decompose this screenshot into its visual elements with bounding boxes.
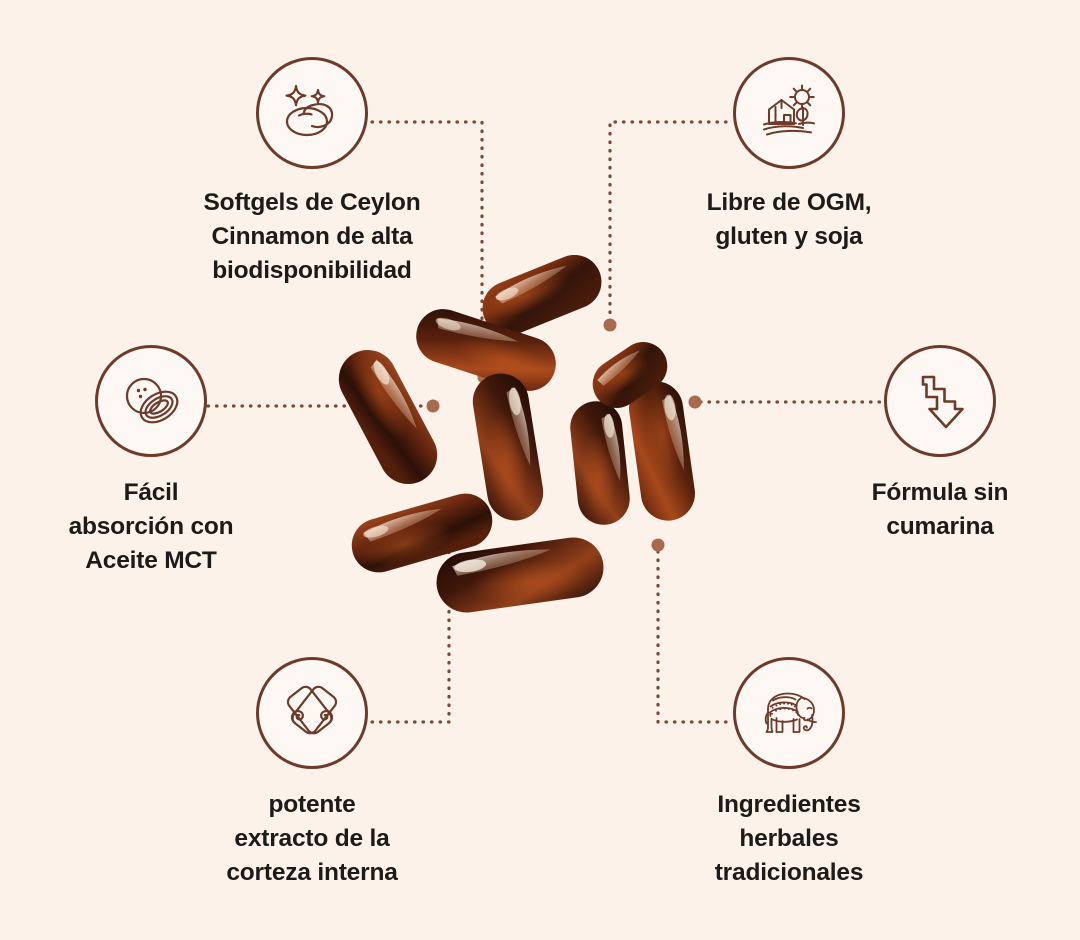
softgel-capsules-sparkle-icon bbox=[256, 57, 368, 169]
capsule bbox=[472, 373, 544, 521]
downward-zigzag-arrow-icon bbox=[884, 345, 996, 457]
feature-label: Fácil absorción con Aceite MCT bbox=[68, 479, 234, 574]
capsule bbox=[436, 537, 604, 613]
feature-label: Softgels de Ceylon Cinnamon de alta biod… bbox=[203, 189, 421, 284]
softgel-capsules-photo bbox=[338, 255, 695, 613]
decorated-elephant-icon bbox=[733, 657, 845, 769]
feature-mct: Fácil absorción con Aceite MCT bbox=[1, 345, 301, 577]
feature-herbales: Ingredientes herbales tradicionales bbox=[639, 657, 939, 889]
feature-ogm: Libre de OGM, gluten y soja bbox=[639, 57, 939, 254]
feature-cumarina: Fórmula sin cumarina bbox=[790, 345, 1080, 544]
capsule bbox=[629, 381, 695, 521]
feature-softgels: Softgels de Ceylon Cinnamon de alta biod… bbox=[162, 57, 462, 287]
feature-corteza: potente extracto de la corteza interna bbox=[162, 657, 462, 889]
capsule bbox=[338, 347, 438, 484]
capsule bbox=[570, 401, 630, 525]
farm-landscape-icon bbox=[733, 57, 845, 169]
capsule bbox=[592, 342, 668, 408]
capsule bbox=[478, 255, 602, 336]
feature-label: Fórmula sin cumarina bbox=[871, 479, 1009, 540]
cinnamon-sticks-icon bbox=[256, 657, 368, 769]
feature-label: Libre de OGM, gluten y soja bbox=[706, 189, 872, 250]
feature-label: potente extracto de la corteza interna bbox=[226, 791, 398, 886]
feature-label: Ingredientes herbales tradicionales bbox=[714, 791, 864, 886]
coconut-oil-icon bbox=[95, 345, 207, 457]
